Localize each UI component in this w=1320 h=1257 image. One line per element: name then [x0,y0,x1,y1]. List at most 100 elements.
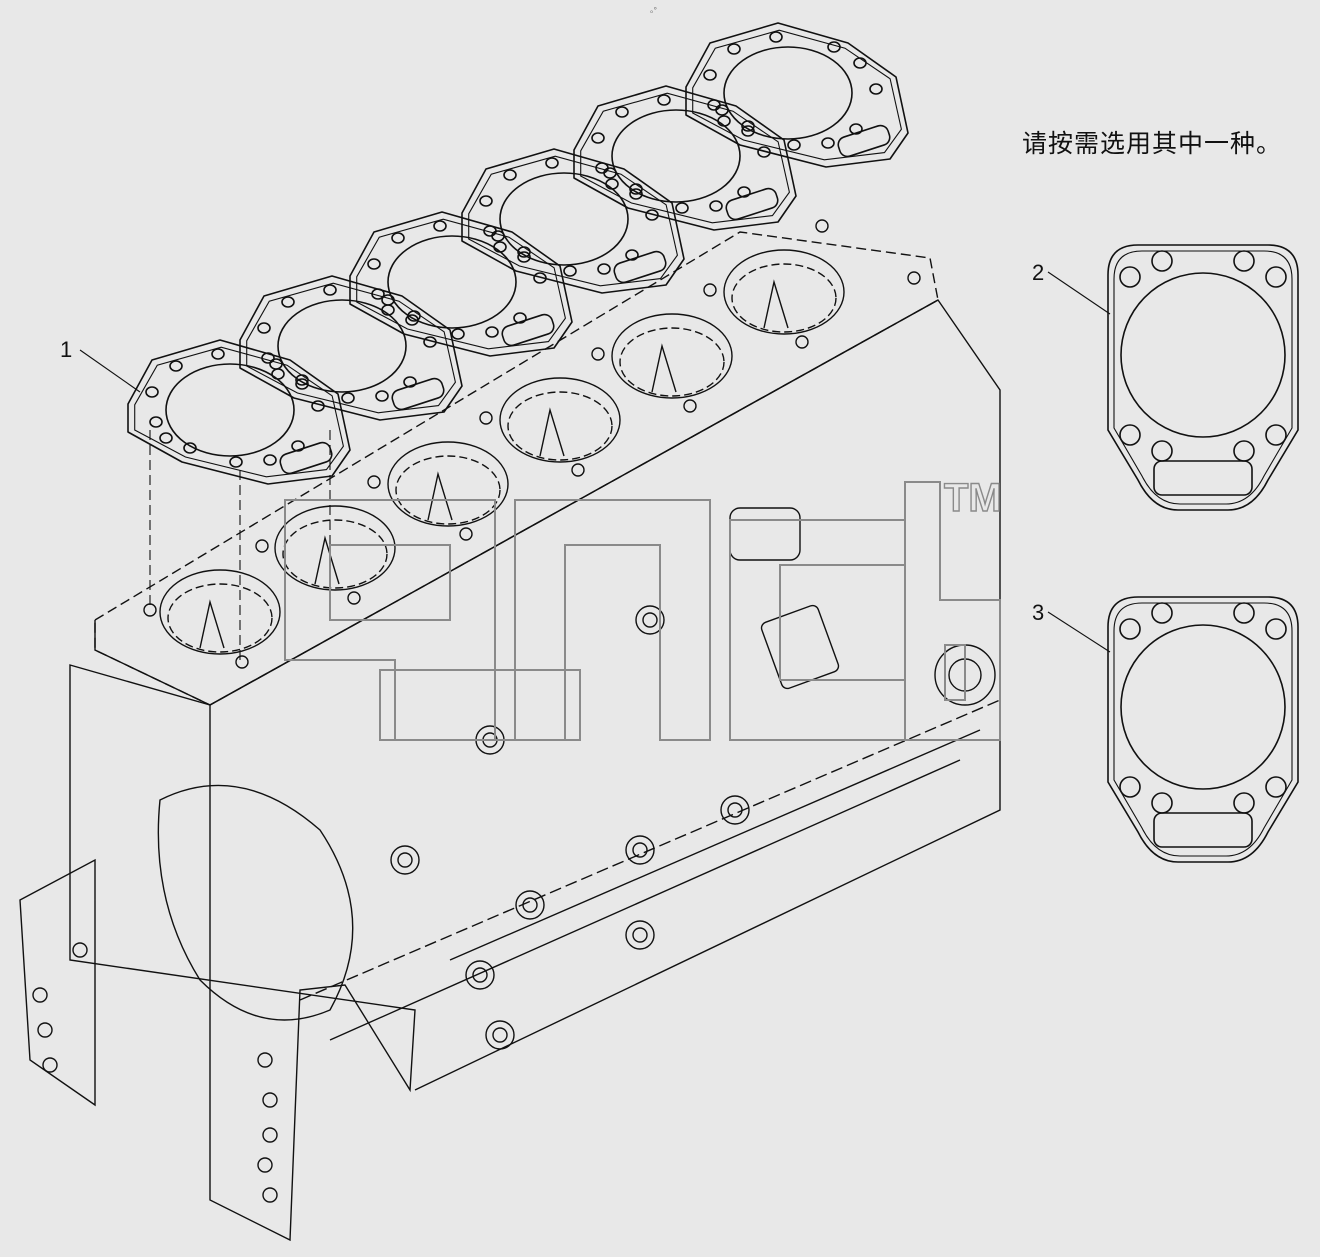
gasket-bolt-hole [341,392,355,404]
gasket-bolt-hole [675,202,689,214]
gasket-bolt-hole [727,43,741,55]
cylinder-liner [731,263,837,333]
front-face-hole [42,1057,58,1073]
gasket-bolt-hole [381,304,395,316]
gasket-bore [1120,272,1286,438]
gasket-inner-outline [692,29,902,161]
gasket-bolt-hole [261,352,275,364]
gasket-bolt-hole [625,249,639,261]
gasket-inner-outline [468,155,678,287]
gasket-bolt-hole [1119,618,1141,640]
gasket-outline [573,85,797,231]
front-face-hole [257,1052,273,1068]
gasket-bolt-hole [1151,602,1173,624]
watermark-letter-4 [904,481,1001,741]
gasket-bolt-hole [149,416,163,428]
deck-bolt-hole [347,591,361,605]
gasket-5 [573,85,797,231]
gasket-bolt-hole [517,246,531,258]
deck-bolt-hole [143,603,157,617]
gasket-bolt-hole [513,312,527,324]
gasket-bolt-hole [295,374,309,386]
deck-bolt-hole [255,539,269,553]
side-boss-bore [632,927,648,943]
gasket-bolt-hole [741,120,755,132]
gasket-bolt-hole [159,432,173,444]
side-boss [515,890,545,920]
watermark-letter-3 [729,519,906,741]
gasket-inner-outline [1113,602,1293,857]
side-boss [465,960,495,990]
gasket-2 [239,275,463,421]
side-boss-bore [397,852,413,868]
gasket-bolt-hole [707,99,721,111]
watermark-letter-2 [514,499,711,741]
gasket-bolt-hole [563,265,577,277]
side-boss [720,795,750,825]
gasket-inner-outline [246,282,456,414]
gasket-bolt-hole [1119,266,1141,288]
gasket-bolt-hole [605,178,619,190]
gasket-bolt-hole [229,456,243,468]
gasket-outline [685,22,909,168]
gasket-bolt-hole [703,69,717,81]
gasket-3 [349,211,573,357]
cylinder-wall [427,471,453,521]
gasket-variant-b [1107,596,1299,863]
front-face-hole [32,987,48,1003]
cylinder-bore-6 [723,249,845,335]
block-side-edge-dashed [299,699,1001,1001]
block-lower-rail [329,759,961,1041]
gasket-1 [127,339,351,485]
deck-bolt-hole [367,475,381,489]
gasket-bolt-hole [1151,250,1173,272]
corner-mark: ₒ° [650,6,658,15]
gasket-bolt-hole [717,115,731,127]
front-face-hole [37,1022,53,1038]
gasket-bore [611,109,741,203]
gasket-bore [499,172,629,266]
gasket-bolt-hole [597,263,611,275]
cylinder-bore-4 [499,377,621,463]
gasket-bolt-hole [827,41,841,53]
gasket-bolt-hole [769,31,783,43]
side-boss-bore [472,967,488,983]
side-port [760,604,840,690]
callout-3: 3 [1032,600,1045,625]
deck-bolt-hole [459,527,473,541]
cylinder-bore-2 [274,505,396,591]
gasket-bolt-hole [145,386,159,398]
gasket-water-port [1153,812,1253,848]
gasket-bolt-hole [183,442,197,454]
gasket-bolt-hole [271,368,285,380]
engine-block [19,219,1001,1242]
side-boss [485,1020,515,1050]
gasket-bolt-hole [433,220,447,232]
gasket-water-port [391,377,445,411]
gasket-bolt-hole [281,296,295,308]
gasket-outline [127,339,351,485]
gasket-outline [239,275,463,421]
gasket-bolt-hole [503,169,517,181]
gasket-bore [1120,624,1286,790]
gasket-bolt-hole [1265,424,1287,446]
gasket-bore [277,299,407,393]
side-boss [625,920,655,950]
gasket-bolt-hole [1151,792,1173,814]
gasket-outline [461,148,685,294]
block-top-deck [94,231,939,706]
watermark-letter-1-tail [379,669,581,741]
front-face-hole [262,1187,278,1203]
callout-2: 2 [1032,260,1045,285]
gasket-bolt-hole [295,378,309,390]
trademark-mark: TM [943,475,1002,520]
gasket-bolt-hole [291,440,305,452]
gasket-bolt-hole [1119,424,1141,446]
side-boss-bore [727,802,743,818]
gasket-bolt-hole [853,57,867,69]
deck-bolt-hole [591,347,605,361]
gasket-bolt-hole [869,83,883,95]
cylinder-liner [619,327,725,397]
gasket-bolt-hole [1233,792,1255,814]
